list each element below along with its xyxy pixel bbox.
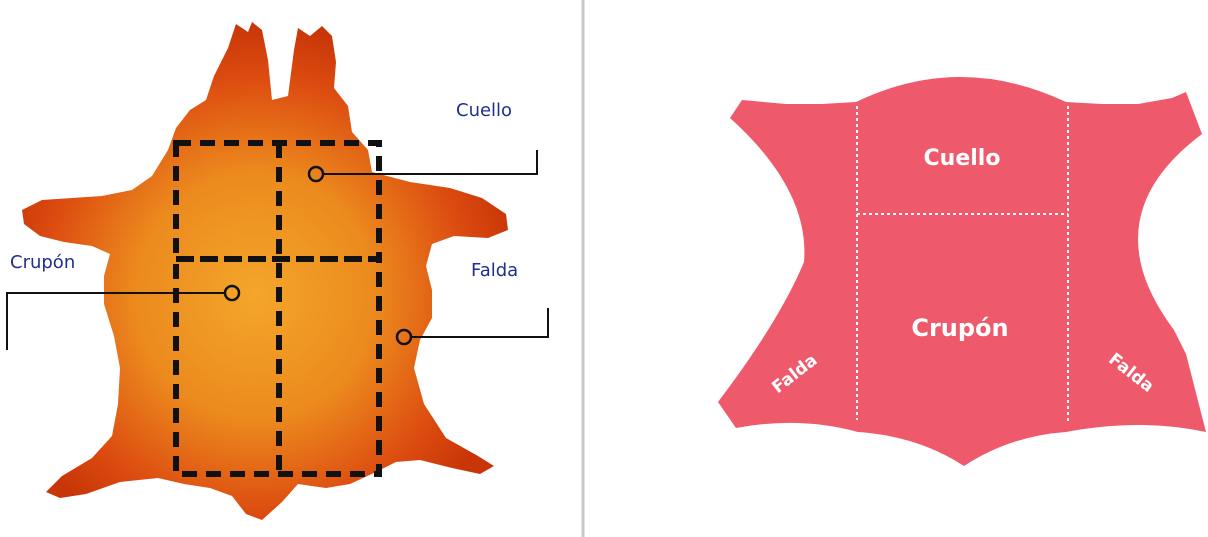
cuello-label: Cuello bbox=[456, 100, 512, 121]
right-panel: Cuello Crupón Falda Falda bbox=[718, 77, 1206, 466]
crupon-region-label: Crupón bbox=[911, 314, 1008, 342]
leather-hide-shape bbox=[718, 77, 1206, 466]
falda-label: Falda bbox=[471, 260, 518, 281]
crupon-label: Crupón bbox=[10, 252, 75, 273]
left-panel: Cuello Crupón Falda bbox=[7, 22, 548, 520]
animal-hide bbox=[22, 22, 508, 520]
cuello-region-label: Cuello bbox=[924, 146, 1001, 171]
